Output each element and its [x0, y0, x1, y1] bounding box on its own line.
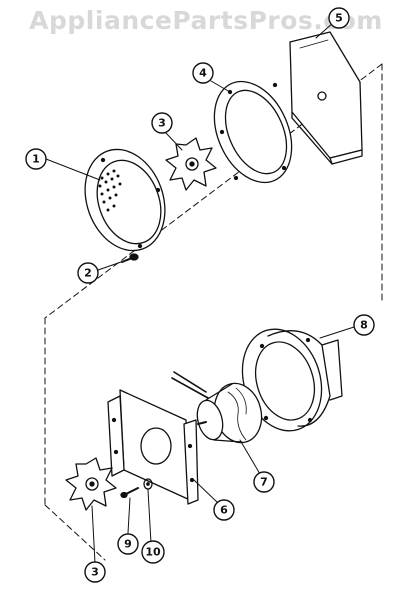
- part-4-gasket: [213, 80, 293, 184]
- part-5-back-plate: [289, 31, 363, 165]
- callout-6-label: 6: [220, 504, 228, 517]
- callout-5-label: 5: [335, 12, 343, 25]
- callout-2-circle: [77, 262, 99, 284]
- part-1-fan-cover: [84, 148, 166, 252]
- callout-3-top-label: 3: [158, 117, 166, 130]
- callout-5-circle: [328, 7, 350, 29]
- callout-3-bottom-label: 3: [91, 566, 99, 579]
- watermark-text: AppliancePartsPros.com: [29, 6, 383, 35]
- callout-4-circle: [192, 62, 214, 84]
- callout-3-bottom-circle: [84, 561, 106, 583]
- part-3-fan-blade-top: [165, 137, 217, 191]
- callout-6-circle: [213, 499, 235, 521]
- part-10-washer: [143, 478, 153, 490]
- callout-7-label: 7: [260, 476, 268, 489]
- callout-8-label: 8: [360, 319, 368, 332]
- callout-2-label: 2: [84, 267, 92, 280]
- callout-10-label: 10: [145, 546, 161, 559]
- callout-1-label: 1: [32, 153, 40, 166]
- part-7-motor: [171, 371, 263, 444]
- callout-1-circle: [25, 148, 47, 170]
- callout-7-circle: [253, 471, 275, 493]
- callout-9-circle: [117, 533, 139, 555]
- part-9-screw: [120, 487, 139, 499]
- callouts: [25, 7, 375, 583]
- part-6-bracket: [107, 389, 199, 505]
- leader-lines: [45, 21, 355, 564]
- callout-3-top-circle: [151, 112, 173, 134]
- callout-4-label: 4: [199, 67, 207, 80]
- cover-perforations: [98, 169, 122, 212]
- callout-10-circle: [141, 540, 165, 564]
- part-3-fan-blade-bottom: [65, 457, 117, 511]
- callout-labels: 1 2 3 4 5 8 7 6 9 10 3: [32, 12, 368, 579]
- callout-8-circle: [353, 314, 375, 336]
- part-8-shroud: [241, 328, 343, 432]
- callout-9-label: 9: [124, 538, 132, 551]
